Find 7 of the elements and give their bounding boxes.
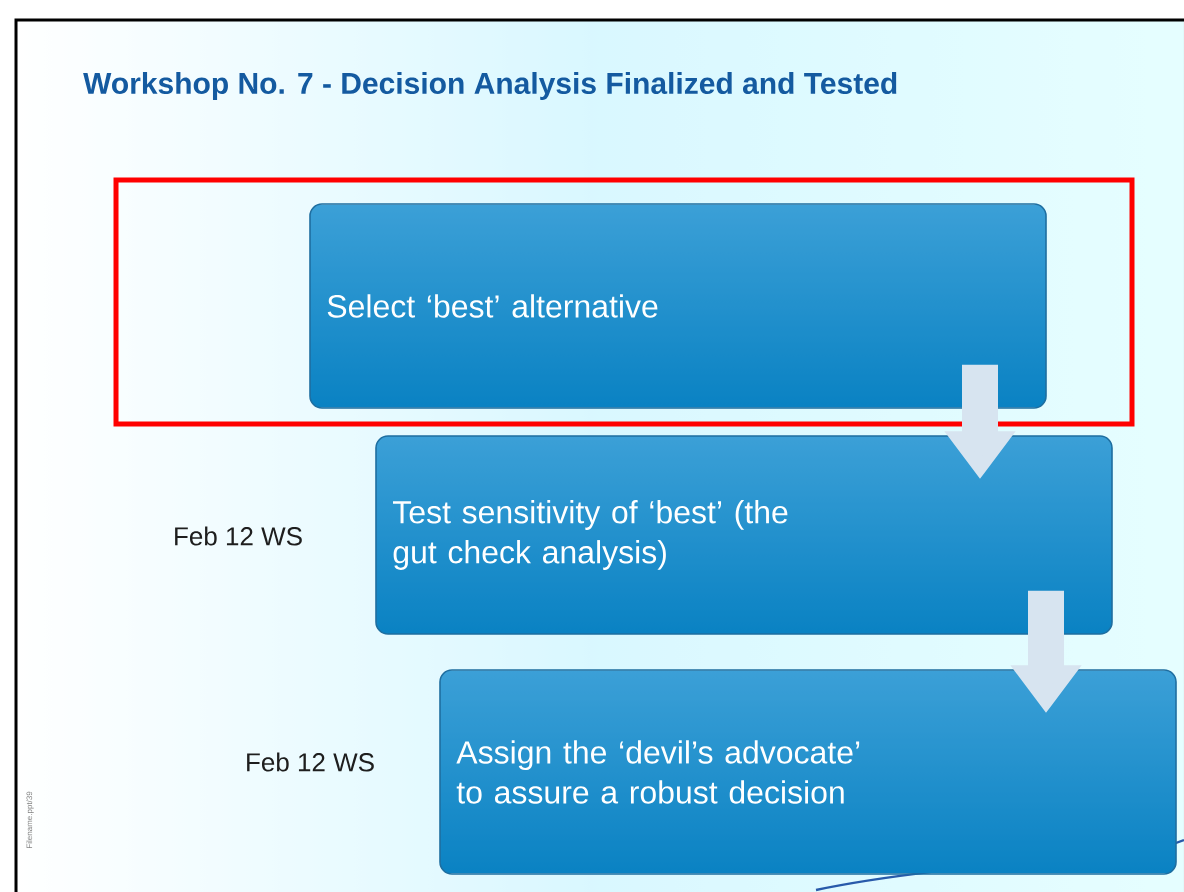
process-box: Assign the ‘devil’s advocate’ to assure a robust decision <box>439 669 1177 875</box>
date-label: Feb 12 WS <box>175 526 302 546</box>
date-label: Feb 12 WS <box>247 752 374 772</box>
slide-title: Workshop No. 7 - Decision Analysis Finalized and Tested <box>83 72 897 100</box>
process-box: Select ‘best’ alternative <box>309 203 1047 409</box>
highlight-frame <box>113 177 1135 427</box>
process-box: Test sensitivity of ‘best’ (the gut check analysis) <box>375 435 1113 635</box>
